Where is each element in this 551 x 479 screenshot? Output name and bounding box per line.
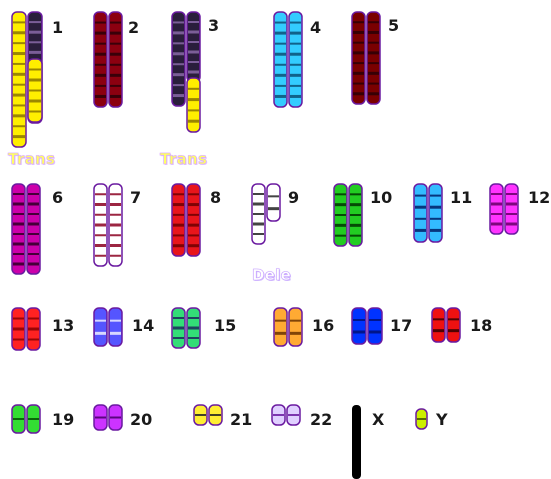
annotation-trans-chr1: Trans [8, 151, 55, 167]
chromosome-11 [414, 184, 442, 242]
label-chr-17: 17 [390, 318, 412, 334]
label-chr-10: 10 [370, 190, 392, 206]
chromosome-18 [432, 308, 460, 342]
label-chr-x: X [372, 412, 384, 428]
chromosome-19 [12, 405, 40, 433]
chromosome-14 [94, 308, 122, 346]
chromosome-6 [12, 184, 40, 274]
label-chr-4: 4 [310, 20, 321, 36]
label-chr-11: 11 [450, 190, 472, 206]
label-chr-16: 16 [312, 318, 334, 334]
chromosome-3 [172, 12, 200, 132]
label-chr-18: 18 [470, 318, 492, 334]
chromosome-20 [94, 405, 122, 430]
chromosome-22 [272, 405, 300, 425]
label-chr-6: 6 [52, 190, 63, 206]
chromosome-9 [252, 184, 280, 244]
label-chr-7: 7 [130, 190, 141, 206]
chromosome-15 [172, 308, 200, 348]
label-chr-1: 1 [52, 20, 63, 36]
label-chr-21: 21 [230, 412, 252, 428]
label-chr-8: 8 [210, 190, 221, 206]
annotation-dele-chr9: Dele [252, 267, 291, 283]
label-chr-20: 20 [130, 412, 152, 428]
label-chr-13: 13 [52, 318, 74, 334]
label-chr-9: 9 [288, 190, 299, 206]
label-chr-2: 2 [128, 20, 139, 36]
chromosome-12 [490, 184, 518, 234]
label-chr-22: 22 [310, 412, 332, 428]
label-chr-3: 3 [208, 18, 219, 34]
chromosome-21 [194, 405, 222, 425]
chromosome-8 [172, 184, 200, 256]
label-chr-15: 15 [214, 318, 236, 334]
label-chr-12: 12 [528, 190, 550, 206]
annotation-trans-chr3: Trans [160, 151, 207, 167]
chromosome-1 [12, 12, 42, 147]
chromosome-5 [352, 12, 380, 104]
chromosome-y [416, 409, 427, 429]
chromosome-7 [94, 184, 122, 266]
chromosome-16 [274, 308, 302, 346]
chromosome-x [352, 405, 361, 479]
chromosome-10 [334, 184, 362, 246]
chromosome-2 [94, 12, 122, 107]
label-chr-14: 14 [132, 318, 154, 334]
chromosome-4 [274, 12, 302, 107]
label-chr-y: Y [436, 412, 448, 428]
chromosome-13 [12, 308, 40, 350]
label-chr-19: 19 [52, 412, 74, 428]
chromosome-17 [352, 308, 382, 344]
label-chr-5: 5 [388, 18, 399, 34]
